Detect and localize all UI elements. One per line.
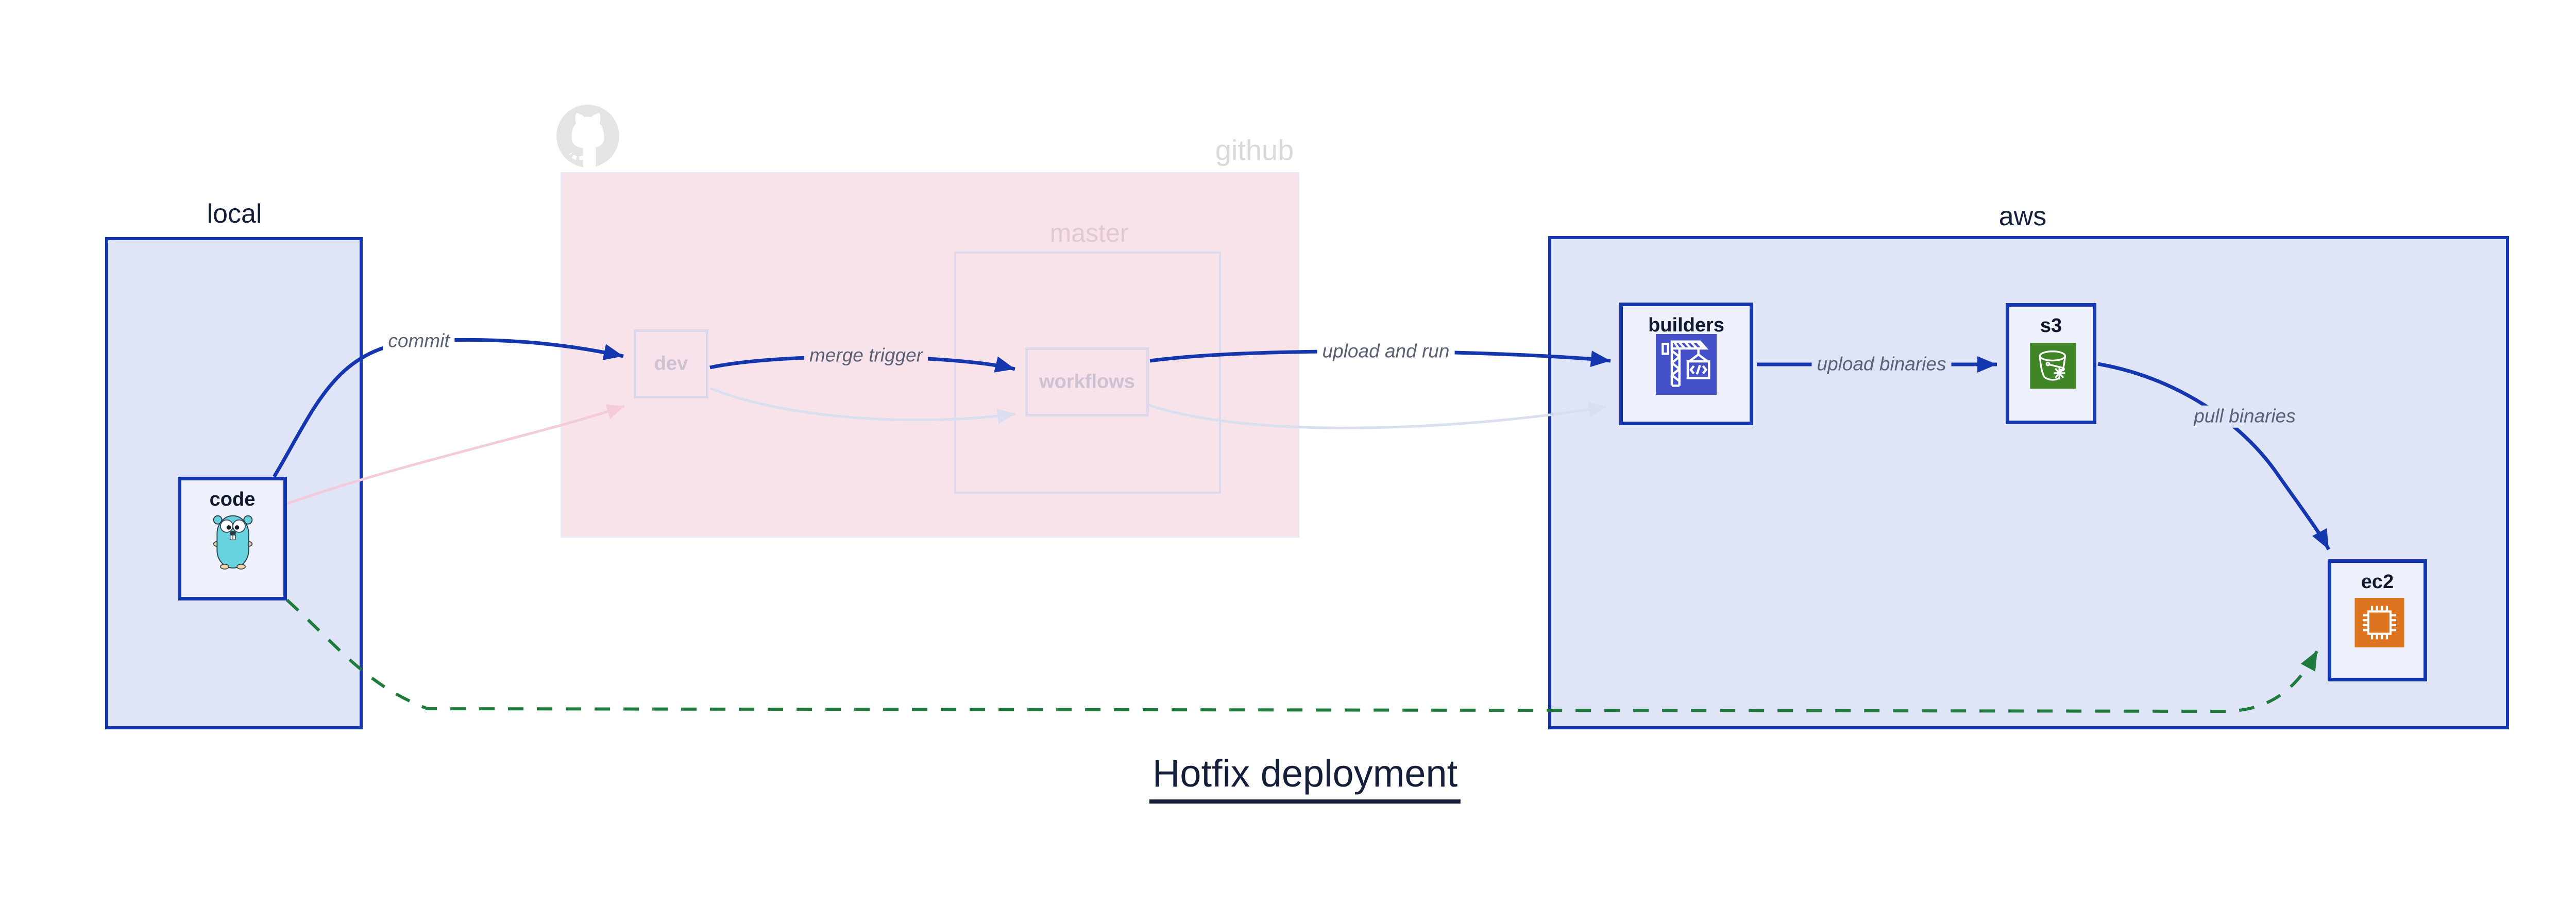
node-workflows: workflows: [1025, 347, 1149, 416]
node-s3: s3: [2006, 303, 2096, 424]
edge-label-upload-and-run: upload and run: [1317, 340, 1455, 363]
node-dev: dev: [634, 329, 708, 398]
aws-ec2-icon: [2354, 598, 2404, 647]
edge-hotfix-dashed: [285, 598, 2319, 713]
node-builders: builders: [1619, 303, 1753, 425]
edge-label-merge-trigger: merge trigger: [804, 344, 928, 367]
edge-label-commit: commit: [383, 330, 455, 353]
edge-workflows-to-builders-faded: [1148, 402, 1607, 429]
github-octocat-icon: [556, 105, 619, 169]
edge-label-upload-binaries: upload binaries: [1811, 353, 1952, 376]
node-s3-label: s3: [2040, 315, 2062, 337]
node-workflows-label: workflows: [1039, 371, 1135, 393]
master-container-label: master: [1049, 219, 1129, 247]
edge-pull-binaries: [2097, 362, 2331, 550]
edge-code-to-dev-faded: [286, 404, 625, 505]
aws-codebuild-icon: [1656, 334, 1717, 395]
diagram-title: Hotfix deployment: [1149, 751, 1461, 804]
github-container-label: github: [1215, 133, 1294, 166]
node-ec2-label: ec2: [2361, 571, 2394, 593]
node-builders-label: builders: [1648, 314, 1724, 336]
node-dev-label: dev: [654, 353, 688, 375]
node-code-label: code: [209, 489, 256, 510]
edge-label-pull-binaries: pull binaries: [2189, 405, 2301, 428]
local-container-label: local: [207, 199, 262, 229]
aws-s3-glacier-icon: [2030, 343, 2076, 389]
node-ec2: ec2: [2328, 559, 2427, 681]
node-code: code: [178, 477, 287, 600]
go-gopher-icon: [213, 515, 253, 570]
edge-dev-to-workflows-faded: [709, 387, 1015, 424]
master-container-box: [954, 252, 1221, 494]
aws-container-label: aws: [1998, 202, 2047, 231]
